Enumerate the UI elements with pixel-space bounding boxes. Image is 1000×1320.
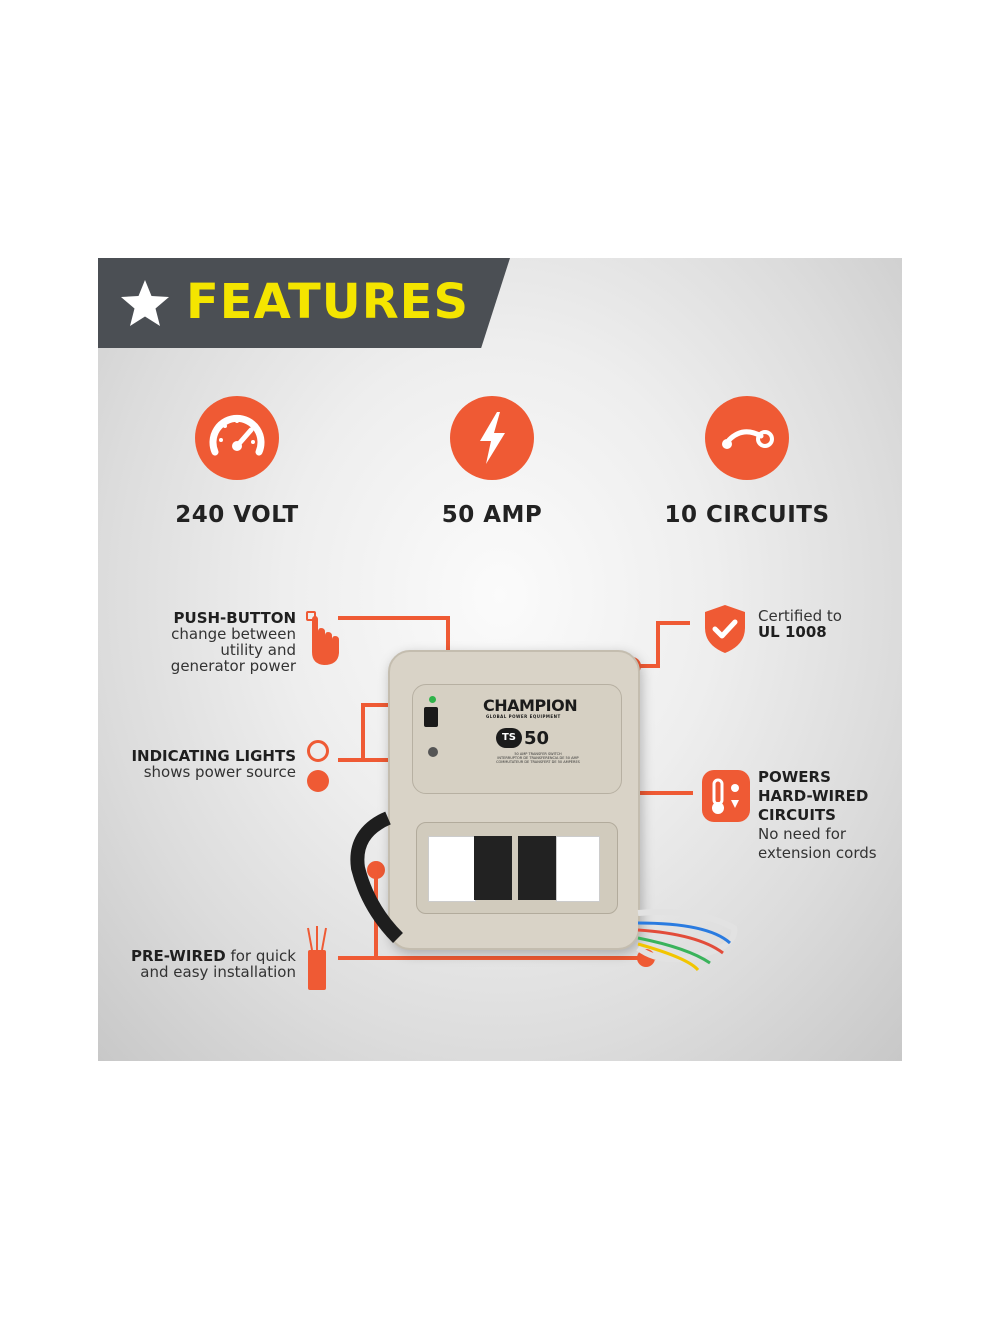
brand-logo: CHAMPION bbox=[483, 696, 578, 715]
circuit-label-left bbox=[428, 836, 476, 902]
spec-circuits: 10 CIRCUITS bbox=[617, 396, 877, 528]
spec-voltage-label: 240 VOLT bbox=[175, 502, 299, 528]
brand-subtitle: GLOBAL POWER EQUIPMENT bbox=[486, 714, 561, 719]
thermometer-icon bbox=[702, 770, 750, 822]
light-indicator-icon bbox=[307, 740, 329, 762]
star-icon bbox=[121, 280, 169, 326]
transfer-switch-product: CHAMPION GLOBAL POWER EQUIPMENT TS 50 50… bbox=[388, 650, 640, 950]
wire-bundle-icon bbox=[307, 926, 327, 990]
circuit-label-right bbox=[556, 836, 600, 902]
indicator-light bbox=[428, 747, 438, 757]
spec-amperage-label: 50 AMP bbox=[441, 502, 543, 528]
product-description: 50 AMP TRANSFER SWITCH INTERRUPTOR DE TR… bbox=[496, 752, 580, 764]
pre-wired-callout: PRE-WIRED for quick and easy installatio… bbox=[130, 947, 296, 981]
spec-voltage: 240 VOLT bbox=[107, 396, 367, 528]
breaker-bank-right bbox=[518, 836, 556, 900]
light-indicator-on-icon bbox=[307, 770, 329, 792]
features-infographic: FEATURES 240 VOLT 50 AMP bbox=[98, 258, 902, 1061]
powers-callout: POWERS HARD-WIRED CIRCUITS No need for e… bbox=[758, 768, 877, 862]
speedometer-icon bbox=[195, 396, 279, 480]
green-indicator-light bbox=[429, 696, 436, 703]
push-button-callout: PUSH-BUTTON change between utility and g… bbox=[170, 609, 296, 675]
features-banner: FEATURES bbox=[98, 258, 510, 348]
hand-press-icon bbox=[306, 611, 339, 665]
certified-callout: Certified to UL 1008 bbox=[758, 607, 842, 641]
breaker-bank-left bbox=[474, 836, 512, 900]
spec-amperage: 50 AMP bbox=[362, 396, 622, 528]
spec-circuits-label: 10 CIRCUITS bbox=[664, 502, 830, 528]
model-badge: TS bbox=[496, 728, 522, 748]
banner-title: FEATURES bbox=[186, 274, 470, 330]
wire-harness bbox=[350, 811, 738, 972]
shield-check-icon bbox=[705, 605, 745, 653]
push-button-switch bbox=[424, 707, 438, 727]
circuit-switch-icon bbox=[705, 396, 789, 480]
indicating-lights-callout: INDICATING LIGHTS shows power source bbox=[131, 747, 296, 781]
control-panel bbox=[412, 684, 622, 794]
lightning-bolt-icon bbox=[450, 396, 534, 480]
model-number: 50 bbox=[524, 728, 550, 749]
